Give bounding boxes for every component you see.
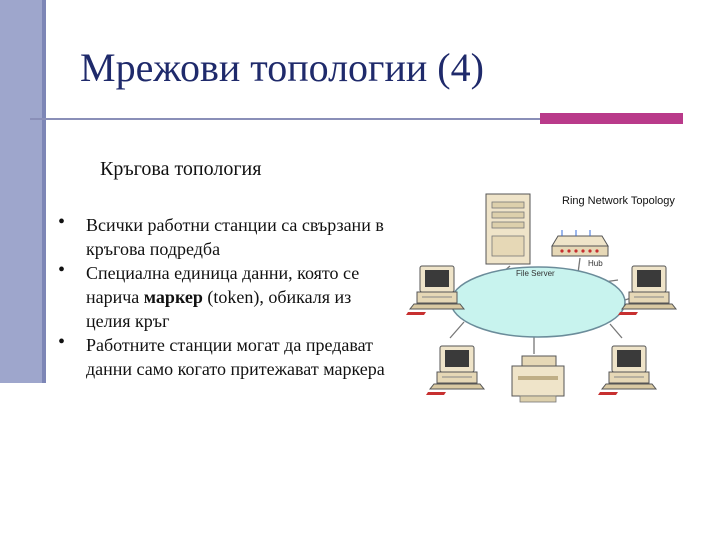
file-server-icon: [485, 193, 531, 265]
file-server-label: File Server: [516, 269, 555, 278]
hub-label: Hub: [588, 259, 603, 268]
bullet-item: • Всички работни станции са свързани в к…: [58, 211, 388, 261]
bullet-text: Специална единица данни, която се нарича: [86, 263, 360, 307]
workstation-right-bottom-icon: [597, 345, 657, 396]
slide-subtitle: Кръгова топология: [100, 158, 262, 180]
diagram-title: Ring Network Topology: [562, 195, 675, 207]
title-divider-accent: [540, 113, 683, 124]
left-accent-bar: [0, 0, 46, 383]
slide-title: Мрежови топологии (4): [80, 45, 484, 90]
bullet-text: Всички работни станции са свързани в кръ…: [86, 215, 384, 259]
hub-icon: [551, 230, 609, 257]
workstation-left-bottom-icon: [425, 345, 485, 396]
workstation-right-top-icon: [617, 265, 677, 316]
bullet-term-bold: маркер: [143, 287, 203, 307]
bullet-list: • Всички работни станции са свързани в к…: [58, 211, 388, 381]
title-divider: [30, 118, 540, 120]
bullet-icon: •: [58, 259, 66, 281]
ring-topology-diagram: Ring Network Topology File Server Hub: [405, 193, 677, 403]
bullet-text-continued: (token), обикаля из целия кръг: [86, 287, 352, 331]
bullet-text: Работните станции могат да предават данн…: [86, 335, 385, 379]
bullet-item: • Работните станции могат да предават да…: [58, 331, 388, 381]
bullet-icon: •: [58, 331, 66, 353]
printer-icon: [511, 355, 565, 403]
bullet-item: • Специална единица данни, която се нари…: [58, 259, 388, 333]
left-accent-bar-edge: [42, 0, 46, 383]
bullet-icon: •: [58, 211, 66, 233]
